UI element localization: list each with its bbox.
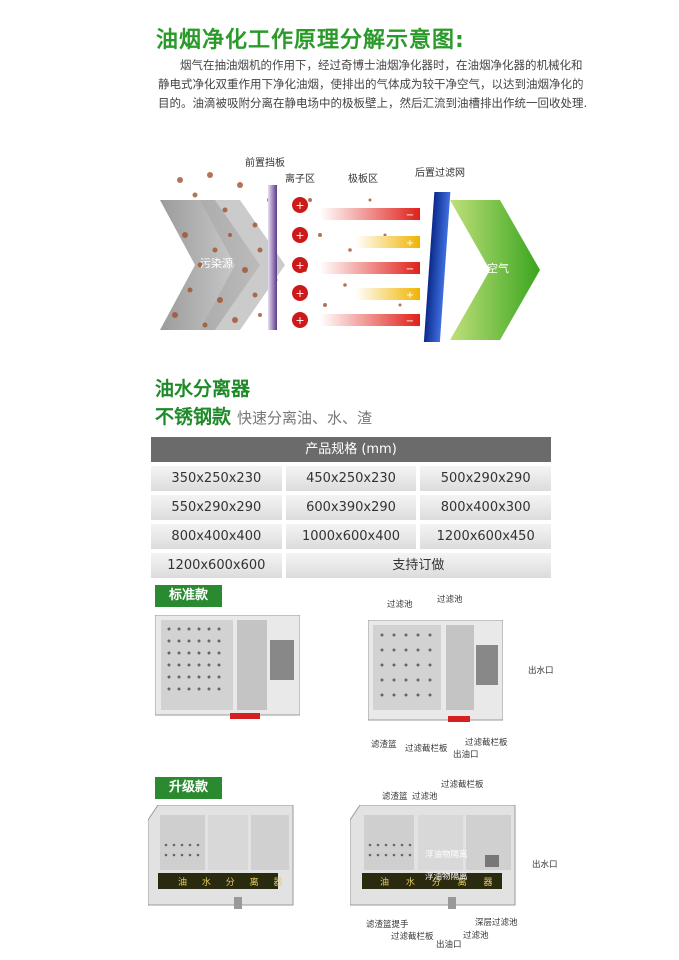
standard-oil-outlet-label: 出油口 <box>453 750 479 760</box>
standard-filter-baffle-label-1: 过滤截栏板 <box>405 744 448 754</box>
rear-filter-label: 后置过滤网 <box>415 168 465 179</box>
separator-subtitle-light: 快速分离油、水、渣 <box>237 409 373 427</box>
upgrade-filter-pool-label: 过滤池 <box>412 792 438 802</box>
standard-badge: 标准款 <box>155 585 223 607</box>
standard-slag-basket-label: 滤渣篮 <box>371 740 397 750</box>
ion-zone-label: 离子区 <box>285 174 315 185</box>
clean-air-label: 干净空气 <box>465 262 509 275</box>
spec-table-header: 产品规格 (mm) <box>151 437 551 462</box>
upgrade-filter-baffle-top-label: 过滤截栏板 <box>441 780 484 790</box>
svg-text:−: − <box>406 264 414 275</box>
table-cell: 1200x600x450 <box>420 524 552 549</box>
standard-filter-pool-label-1: 过滤池 <box>387 600 413 610</box>
table-cell: 500x290x290 <box>420 466 552 491</box>
standard-tank-photo <box>154 614 301 720</box>
svg-text:+: + <box>295 259 304 272</box>
table-cell: 450x250x230 <box>285 466 417 491</box>
upgrade-oil-outlet-label: 出油口 <box>436 940 462 950</box>
upgrade-water-outlet-label: 出水口 <box>532 860 558 870</box>
upgrade-basket-handle-label: 滤渣篮提手 <box>366 920 409 930</box>
standard-tank-diagram <box>367 619 504 725</box>
upgrade-slag-basket-label: 滤渣篮 <box>382 792 408 802</box>
separator-title: 油水分离器 <box>155 378 251 400</box>
standard-filter-pool-label-2: 过滤池 <box>437 595 463 605</box>
table-cell: 800x400x400 <box>151 524 282 549</box>
standard-water-outlet-label: 出水口 <box>528 666 554 676</box>
purification-diagram-graphic: + + + + + − + − + − <box>160 172 540 342</box>
upgrade-tank-diagram: 油 水 分 离 器 <box>349 804 525 915</box>
svg-text:+: + <box>295 314 304 327</box>
table-cell: 600x390x290 <box>285 495 417 520</box>
upgrade-badge: 升级款 <box>155 777 223 799</box>
page-title: 油烟净化工作原理分解示意图: <box>156 28 465 53</box>
upgrade-diagram-nameplate-text: 油 水 分 离 器 <box>380 878 500 888</box>
table-cell: 1200x600x600 <box>151 553 282 578</box>
table-row: 800x400x400 1000x600x400 1200x600x450 <box>151 524 552 549</box>
svg-text:−: − <box>406 210 414 221</box>
upgrade-tank-photo: 油 水 分 离 器 <box>147 804 298 915</box>
table-cell: 350x250x230 <box>151 466 282 491</box>
upgrade-nameplate-text: 油 水 分 离 器 <box>178 878 289 888</box>
svg-text:+: + <box>295 229 304 242</box>
table-cell: 800x400x300 <box>420 495 552 520</box>
purification-diagram: + + + + + − + − + − 前置挡板 离子区 极板区 后置过滤网 污… <box>160 140 550 350</box>
intro-paragraph: 烟气在抽油烟机的作用下，经过奇博士油烟净化器时，在油烟净化器的机械化和静电式净化… <box>158 58 588 110</box>
plate-zone-label: 极板区 <box>348 174 378 185</box>
upgrade-float-separator-label-2: 浮油物隔离 <box>425 872 468 882</box>
svg-text:−: − <box>406 316 414 327</box>
table-row: 1200x600x600 支持订做 <box>151 553 551 578</box>
svg-text:+: + <box>406 290 414 301</box>
table-cell: 550x290x290 <box>151 495 282 520</box>
upgrade-deep-filter-label: 深层过滤池 <box>475 918 518 928</box>
separator-subtitle-strong: 不锈钢款 <box>155 406 232 428</box>
svg-text:+: + <box>295 199 304 212</box>
spec-table: 产品规格 (mm) 350x250x230 450x250x230 500x29… <box>151 437 552 582</box>
standard-filter-baffle-label-2: 过滤截栏板 <box>465 738 508 748</box>
table-cell: 1000x600x400 <box>285 524 417 549</box>
upgrade-filter-pool-bottom-label: 过滤池 <box>463 931 489 941</box>
pollution-source-label: 污染源 <box>200 257 233 270</box>
table-row: 350x250x230 450x250x230 500x290x290 <box>151 466 552 491</box>
upgrade-float-separator-label-1: 浮油物隔离 <box>425 850 468 860</box>
svg-text:+: + <box>406 238 414 249</box>
custom-order-cell: 支持订做 <box>285 553 551 578</box>
svg-text:+: + <box>295 287 304 300</box>
table-row: 550x290x290 600x390x290 800x400x300 <box>151 495 552 520</box>
front-baffle-label: 前置挡板 <box>245 158 285 169</box>
upgrade-filter-baffle-bottom-label: 过滤截栏板 <box>391 932 434 942</box>
separator-subtitle: 不锈钢款快速分离油、水、渣 <box>155 402 372 429</box>
